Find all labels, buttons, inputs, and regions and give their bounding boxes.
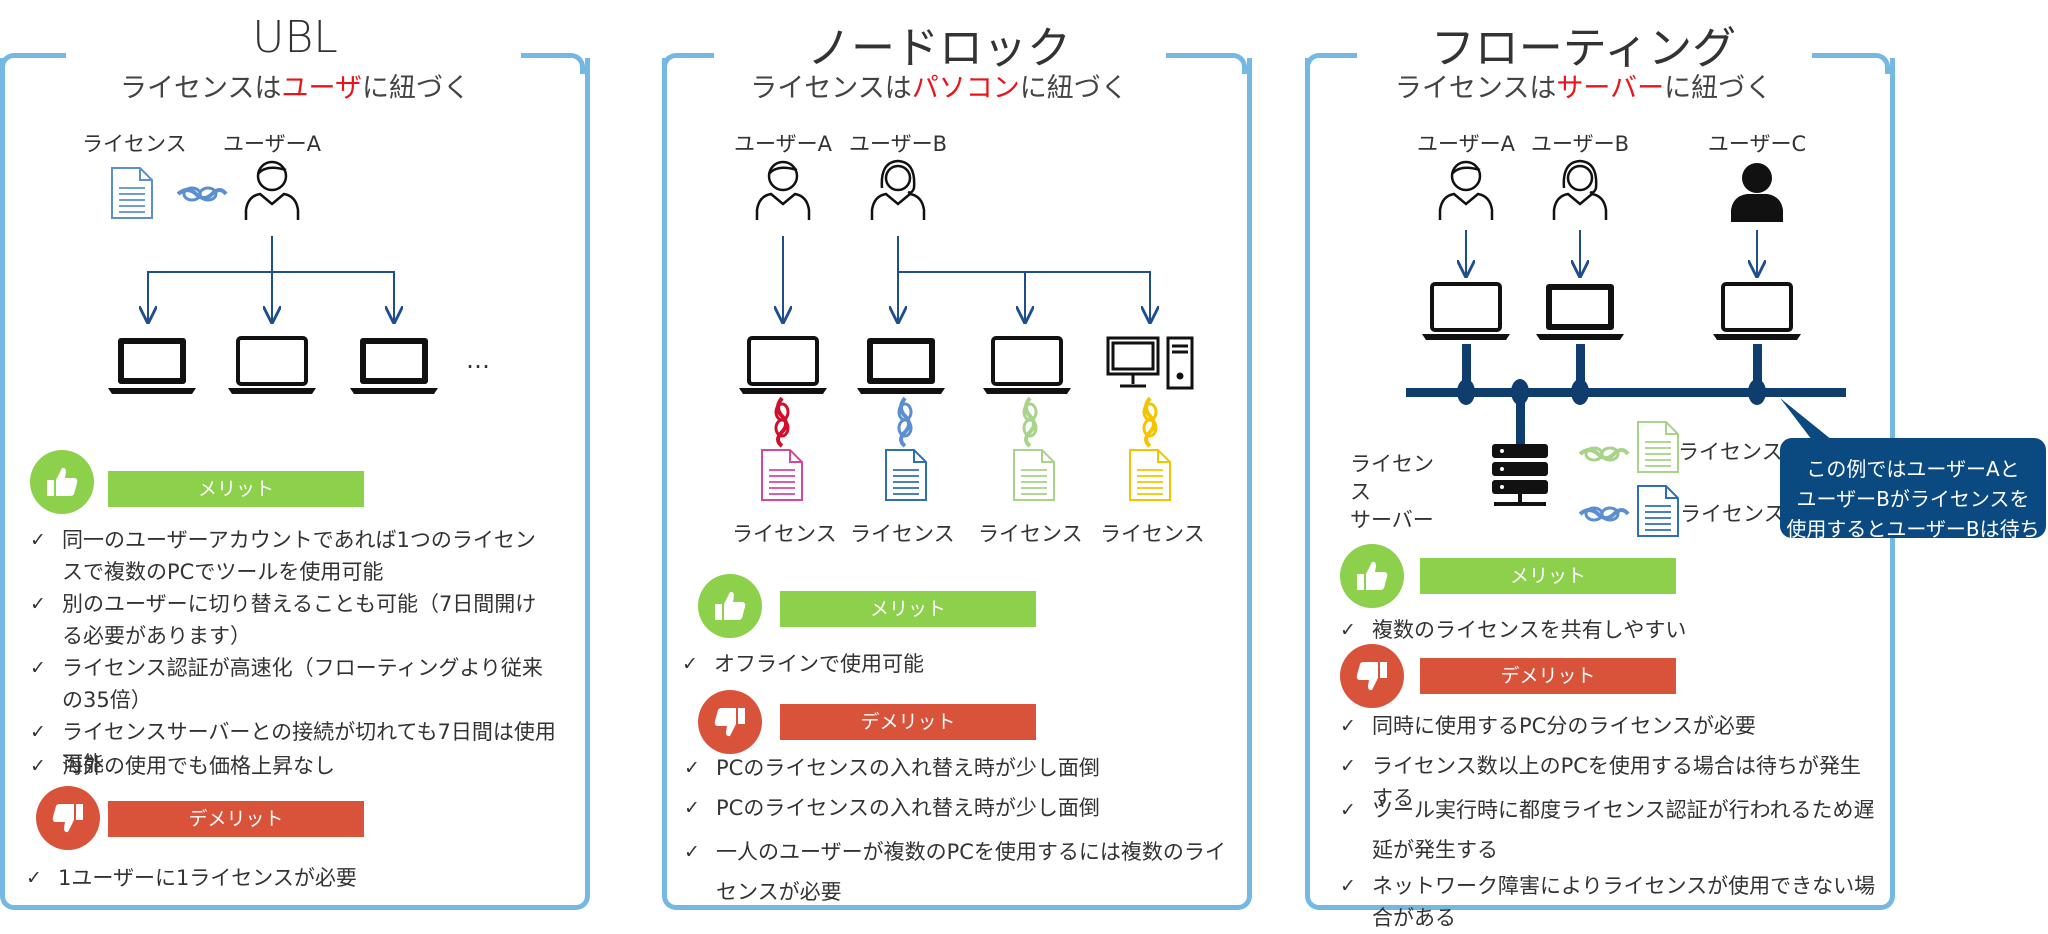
knot-icon (1578, 446, 1630, 462)
thumbs-up-icon (1340, 544, 1404, 608)
thumbs-down-icon (36, 786, 100, 850)
floating-arrows (1466, 230, 1757, 276)
license-doc-icon (1637, 421, 1679, 473)
thumbs-up-icon (698, 574, 762, 638)
license-doc-icon (1637, 485, 1679, 537)
merit-label: メリット (780, 591, 1036, 627)
panel-subtitle: ライセンスはパソコンに紐づく (750, 73, 1128, 104)
knot-icon (774, 396, 790, 448)
demerit-item: ✓ツール実行時に都度ライセンス認証が行われるため遅延が発生する (1340, 798, 1875, 862)
user-b-icon (1552, 159, 1608, 222)
license-doc-icon (1013, 449, 1055, 501)
knot-icon (1578, 506, 1630, 522)
license-label: ライセンス (850, 522, 955, 546)
license-doc-icon (111, 167, 153, 219)
panel-title: ノードロック (807, 23, 1071, 74)
laptop-icon (737, 336, 829, 396)
demerit-label: デメリット (1420, 658, 1676, 694)
user-c-icon (1731, 163, 1783, 222)
laptop-icon (108, 338, 196, 394)
demerit-item: ✓PCのライセンスの入れ替え時が少し面倒 (684, 756, 1100, 780)
license-doc-icon (761, 449, 803, 501)
network-bus (1406, 344, 1846, 444)
merit-item: ✓ライセンスサーバーとの接続が切れても7日間は使用可能 (30, 720, 556, 776)
user-b-label: ユーザーB (849, 132, 947, 156)
merit-item: ✓海外の使用でも価格上昇なし (30, 754, 335, 778)
demerit-item: ✓1ユーザーに1ライセンスが必要 (26, 866, 357, 890)
callout-pointer (1780, 398, 1832, 440)
license-label: ライセンス (1680, 502, 1785, 526)
license-label: ライセンス (978, 522, 1083, 546)
user-a-label: ユーザーA (1417, 132, 1515, 156)
user-a-label: ユーザーA (223, 132, 321, 156)
laptop-icon (1420, 282, 1512, 342)
license-doc-icon (1129, 449, 1171, 501)
license-doc-icon (885, 449, 927, 501)
license-label: ライセンス (1678, 440, 1783, 464)
ellipsis-label: … (466, 346, 490, 374)
thumbs-up-icon (30, 450, 94, 514)
laptop-icon (350, 338, 438, 394)
user-b-icon (870, 159, 926, 222)
merit-label: メリット (108, 471, 364, 507)
demerit-item: ✓PCのライセンスの入れ替え時が少し面倒 (684, 796, 1100, 820)
merit-item: ✓オフラインで使用可能 (682, 652, 924, 676)
knot-icon (1022, 396, 1038, 448)
merit-item: ✓別のユーザーに切り替えることも可能（7日間開ける必要があります） (30, 592, 537, 648)
panel-subtitle: ライセンスはユーザに紐づく (120, 73, 470, 104)
merit-item: ✓複数のライセンスを共有しやすい (1340, 618, 1687, 642)
user-a-label: ユーザーA (734, 132, 832, 156)
user-a-icon (244, 160, 300, 222)
user-a-icon (755, 160, 811, 222)
user-b-label: ユーザーB (1531, 132, 1629, 156)
laptop-icon (857, 338, 945, 394)
knot-icon (176, 186, 228, 202)
server-icon (1492, 444, 1548, 506)
license-label: ライセンス (1100, 522, 1205, 546)
license-label: ライセンス (82, 132, 187, 156)
thumbs-down-icon (1340, 644, 1404, 708)
demerit-item: ✓同時に使用するPC分のライセンスが必要 (1340, 714, 1756, 738)
demerit-item: ✓ネットワーク障害によりライセンスが使用できない場合がある (1340, 874, 1876, 930)
user-c-label: ユーザーC (1707, 132, 1807, 156)
merit-label: メリット (1420, 558, 1676, 594)
laptop-icon (226, 336, 318, 396)
license-server-label: ライセンス サーバー (1350, 452, 1434, 532)
laptop-icon (981, 336, 1073, 396)
panel-title: フローティング (1430, 23, 1737, 74)
merit-item: ✓ライセンス認証が高速化（フローティングより従来の35倍） (30, 656, 543, 712)
demerit-item: ✓一人のユーザーが複数のPCを使用するには複数のライセンスが必要 (684, 840, 1226, 904)
demerit-label: デメリット (108, 801, 364, 837)
demerit-label: デメリット (780, 704, 1036, 740)
panel-subtitle: ライセンスはサーバーに紐づく (1394, 73, 1773, 104)
panel-title: UBL (252, 12, 338, 63)
thumbs-down-icon (698, 690, 762, 754)
merit-item: ✓同一のユーザーアカウントであれば1つのライセンスで複数のPCでツールを使用可能 (30, 528, 536, 584)
laptop-icon (1536, 284, 1624, 340)
license-label: ライセンス (732, 522, 837, 546)
knot-icon (1142, 396, 1158, 448)
laptop-icon (1711, 282, 1803, 342)
ubl-arrows (148, 236, 394, 322)
knot-icon (897, 396, 913, 448)
demerit-item: ✓ライセンス数以上のPCを使用する場合は待ちが発生する (1340, 754, 1861, 810)
desktop-pc-icon (1106, 336, 1194, 390)
user-a-icon (1438, 160, 1494, 222)
callout-note: この例ではユーザーAと ユーザーBがライセンスを 使用するとユーザーBは待ち (1780, 438, 2046, 541)
nodelock-arrows (783, 236, 1150, 322)
